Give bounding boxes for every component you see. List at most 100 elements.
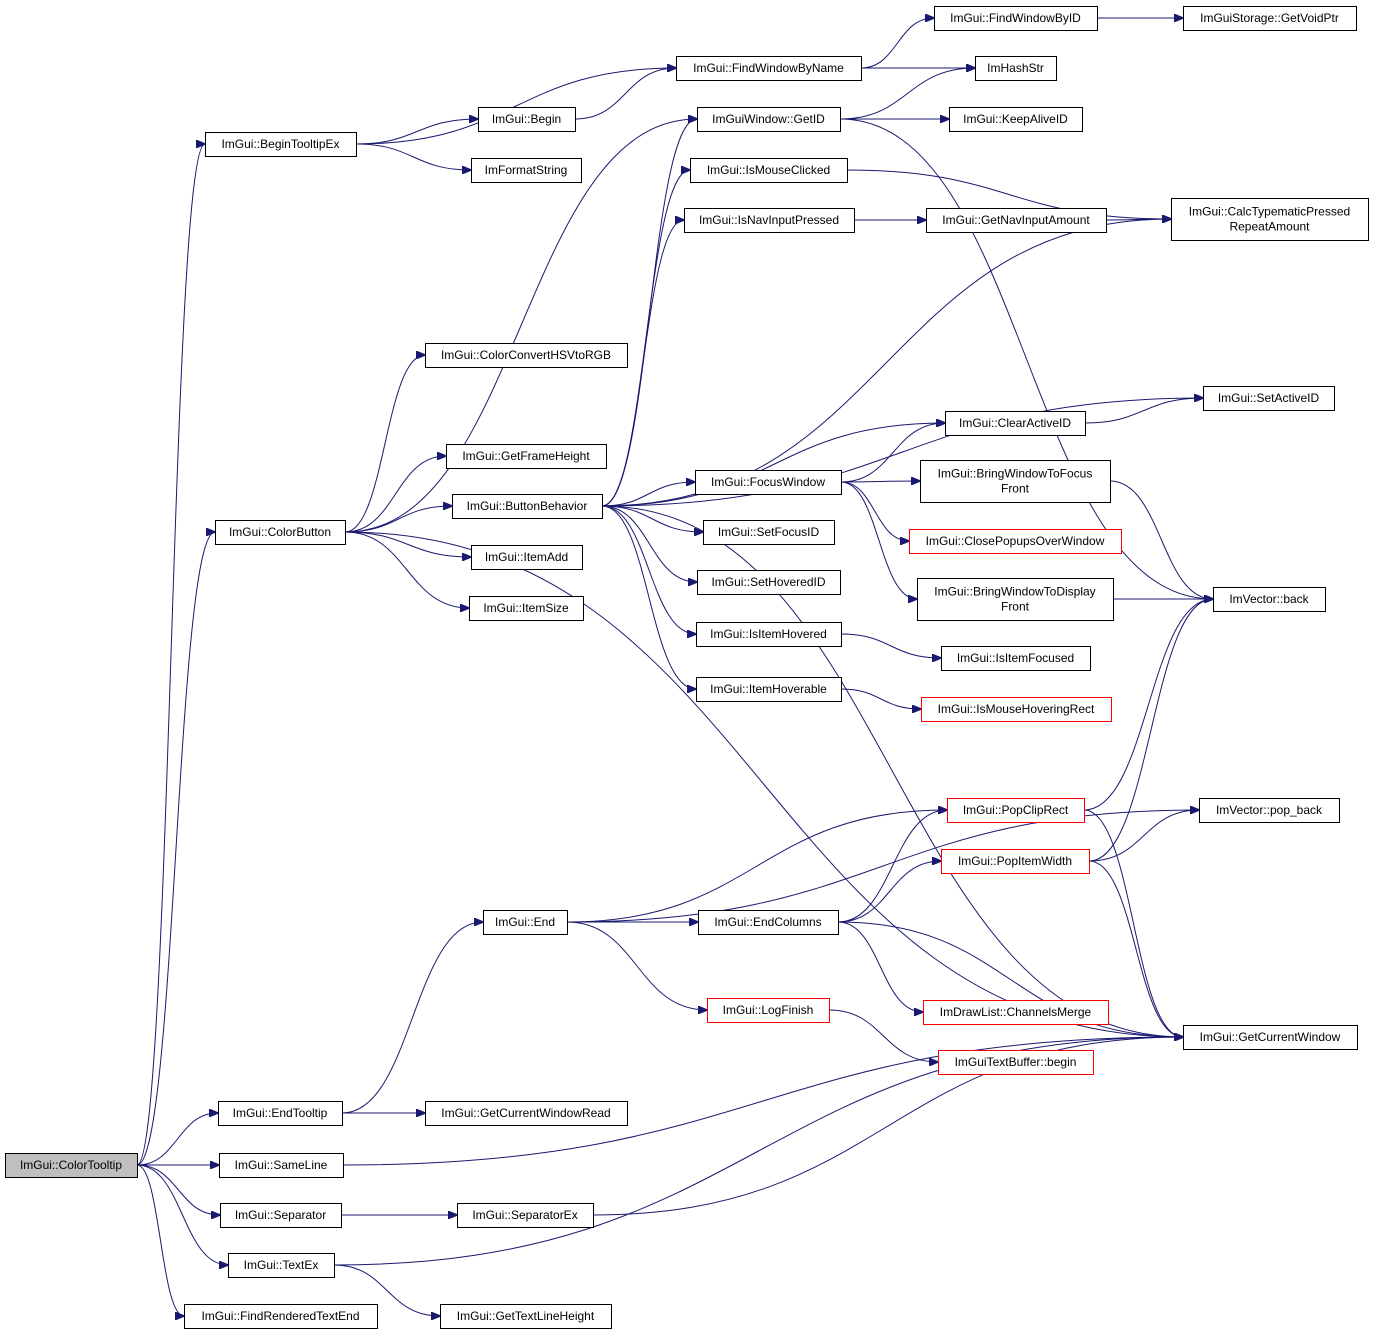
node-is-mouse-clicked[interactable]: ImGui::IsMouseClicked (690, 158, 848, 183)
edge-button-behavior-to-focus-window (601, 482, 695, 507)
node-focus-window[interactable]: ImGui::FocusWindow (695, 470, 842, 495)
node-box (1213, 587, 1326, 612)
edge-end-columns-to-get-current-window (837, 921, 1183, 1037)
node-label: ImGui::IsMouseClicked (707, 163, 830, 177)
edge-clear-active-id-to-set-active-id (1084, 398, 1203, 424)
edge-begin-tooltip-ex-to-begin (355, 119, 478, 145)
node-find-window-by-id[interactable]: ImGui::FindWindowByID (934, 6, 1098, 31)
edge-same-line-to-get-current-window (342, 1037, 1183, 1166)
node-color-convert[interactable]: ImGui::ColorConvertHSVtoRGB (425, 343, 628, 368)
node-pop-clip-rect[interactable]: ImGui::PopClipRect (947, 798, 1085, 823)
node-im-vector-back[interactable]: ImVector::back (1213, 587, 1326, 612)
node-box (941, 646, 1091, 671)
node-set-active-id[interactable]: ImGui::SetActiveID (1203, 386, 1335, 411)
node-get-text-line-height[interactable]: ImGui::GetTextLineHeight (440, 1304, 612, 1329)
edge-end-columns-to-channels-merge (837, 921, 923, 1012)
node-close-popups[interactable]: ImGui::ClosePopupsOverWindow (909, 529, 1122, 554)
node-begin-tooltip-ex[interactable]: ImGui::BeginTooltipEx (205, 132, 357, 157)
node-label: RepeatAmount (1229, 220, 1310, 234)
edge-separator-ex-to-get-current-window (592, 1037, 1183, 1216)
node-pop-back[interactable]: ImVector::pop_back (1199, 798, 1340, 823)
node-keep-alive-id[interactable]: ImGui::KeepAliveID (949, 107, 1083, 132)
node-label: ImGui::FindRenderedTextEnd (201, 1309, 359, 1323)
node-end-tooltip[interactable]: ImGui::EndTooltip (218, 1101, 343, 1126)
edge-end-to-pop-clip-rect (566, 810, 947, 923)
node-set-focus-id[interactable]: ImGui::SetFocusID (703, 520, 835, 545)
node-get-current-window-read[interactable]: ImGui::GetCurrentWindowRead (425, 1101, 628, 1126)
edges-layer (136, 18, 1213, 1316)
node-channels-merge[interactable]: ImDrawList::ChannelsMerge (923, 1000, 1109, 1025)
node-item-add[interactable]: ImGui::ItemAdd (471, 545, 583, 570)
node-end-columns[interactable]: ImGui::EndColumns (698, 910, 839, 935)
edge-focus-window-to-close-popups (840, 481, 909, 541)
edge-item-hoverable-to-is-mouse-hovering-rect (840, 688, 921, 709)
node-box (676, 56, 862, 81)
edge-button-behavior-to-is-item-hovered (601, 505, 696, 634)
edge-find-window-by-name-to-find-window-by-id (860, 18, 934, 69)
node-get-id[interactable]: ImGuiWindow::GetID (697, 107, 841, 132)
node-find-window-by-name[interactable]: ImGui::FindWindowByName (676, 56, 862, 81)
node-label: ImFormatString (485, 163, 568, 177)
node-separator[interactable]: ImGui::Separator (220, 1203, 342, 1228)
node-text-ex[interactable]: ImGui::TextEx (228, 1253, 335, 1278)
node-is-mouse-hovering-rect[interactable]: ImGui::IsMouseHoveringRect (921, 697, 1112, 722)
node-label: ImGui::EndColumns (714, 915, 821, 929)
node-get-current-window[interactable]: ImGui::GetCurrentWindow (1183, 1025, 1358, 1050)
node-label: ImGui::GetCurrentWindow (1200, 1030, 1341, 1044)
node-button-behavior[interactable]: ImGui::ButtonBehavior (452, 494, 603, 519)
node-box (5, 1153, 138, 1178)
node-box (698, 910, 839, 935)
node-is-item-hovered[interactable]: ImGui::IsItemHovered (696, 622, 842, 647)
node-label: ImGui::PopItemWidth (958, 854, 1072, 868)
node-box (478, 107, 576, 132)
node-is-nav-input-pressed[interactable]: ImGui::IsNavInputPressed (684, 208, 855, 233)
node-label: ImGui::ColorConvertHSVtoRGB (441, 348, 611, 362)
node-item-size[interactable]: ImGui::ItemSize (469, 596, 584, 621)
node-box (1203, 386, 1335, 411)
node-log-finish[interactable]: ImGui::LogFinish (707, 998, 830, 1023)
node-label: ImGuiTextBuffer::begin (955, 1055, 1077, 1069)
node-same-line[interactable]: ImGui::SameLine (219, 1153, 344, 1178)
node-label: ImGui::SetFocusID (718, 525, 820, 539)
node-label: ImGui::ItemSize (483, 601, 569, 615)
edge-begin-tooltip-ex-to-find-window-by-name (355, 68, 676, 145)
node-set-hovered-id[interactable]: ImGui::SetHoveredID (697, 570, 841, 595)
node-box (1199, 798, 1340, 823)
node-get-frame-height[interactable]: ImGui::GetFrameHeight (446, 444, 607, 469)
node-label: ImGui::CalcTypematicPressed (1189, 205, 1350, 219)
node-text-buffer-begin[interactable]: ImGuiTextBuffer::begin (938, 1050, 1094, 1075)
node-end[interactable]: ImGui::End (483, 910, 568, 935)
edge-get-id-to-im-hash-str (839, 68, 975, 120)
node-im-hash-str[interactable]: ImHashStr (975, 56, 1057, 81)
node-label: ImGui::ButtonBehavior (467, 499, 588, 513)
edge-button-behavior-to-is-mouse-clicked (601, 170, 690, 507)
node-label: ImGui::End (495, 915, 555, 929)
node-im-format-string[interactable]: ImFormatString (471, 158, 582, 183)
node-get-void-ptr[interactable]: ImGuiStorage::GetVoidPtr (1183, 6, 1357, 31)
edge-button-behavior-to-set-focus-id (601, 505, 703, 532)
node-pop-item-width[interactable]: ImGui::PopItemWidth (941, 849, 1090, 874)
node-box (1171, 198, 1369, 241)
node-begin[interactable]: ImGui::Begin (478, 107, 576, 132)
node-is-item-focused[interactable]: ImGui::IsItemFocused (941, 646, 1091, 671)
edge-color-tooltip-to-begin-tooltip-ex (136, 144, 205, 1166)
node-find-rendered-text-end[interactable]: ImGui::FindRenderedTextEnd (184, 1304, 378, 1329)
node-item-hoverable[interactable]: ImGui::ItemHoverable (696, 677, 842, 702)
node-color-tooltip[interactable]: ImGui::ColorTooltip (5, 1153, 138, 1178)
node-label: ImGui::GetNavInputAmount (942, 213, 1090, 227)
node-label: ImGui::EndTooltip (233, 1106, 328, 1120)
node-clear-active-id[interactable]: ImGui::ClearActiveID (945, 411, 1086, 436)
node-color-button[interactable]: ImGui::ColorButton (215, 520, 346, 545)
node-box (975, 56, 1057, 81)
edge-is-mouse-clicked-to-calc-typematic (846, 169, 1171, 219)
node-get-nav-input-amount[interactable]: ImGui::GetNavInputAmount (926, 208, 1107, 233)
edge-color-tooltip-to-end-tooltip (136, 1113, 218, 1166)
node-separator-ex[interactable]: ImGui::SeparatorEx (457, 1203, 594, 1228)
node-label: ImGui::TextEx (244, 1258, 319, 1272)
edge-pop-item-width-to-get-current-window (1088, 860, 1183, 1037)
node-box (938, 1050, 1094, 1075)
node-box (945, 411, 1086, 436)
